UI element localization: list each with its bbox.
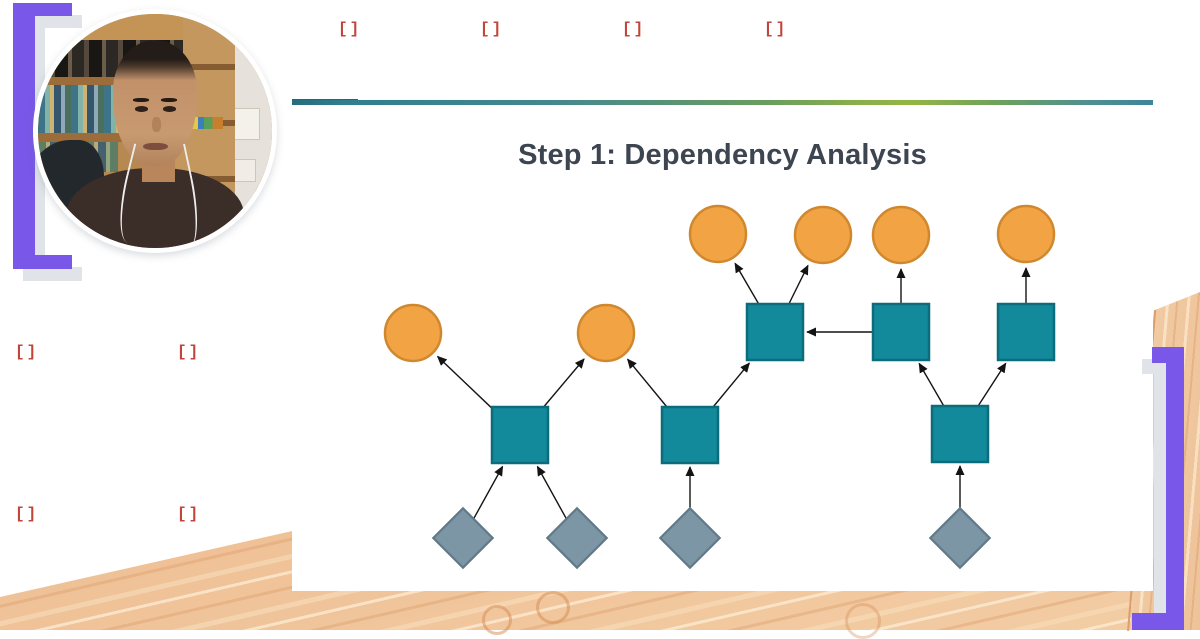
webcam-wall-picture <box>232 107 261 140</box>
wood-ring-decoration <box>536 591 570 624</box>
webcam-shelf-items <box>180 116 223 129</box>
broken-image-icon: [] <box>338 20 362 38</box>
broken-image-icon: [] <box>622 20 646 38</box>
accent-gradient-line <box>292 100 1153 105</box>
presenter-eye <box>135 106 148 113</box>
broken-image-icon: [] <box>764 20 788 38</box>
webcam-top-shelf <box>38 14 184 45</box>
broken-image-icon: [] <box>177 343 201 361</box>
slide-area: Step 1: Dependency Analysis <box>292 0 1153 591</box>
broken-image-icon: [] <box>15 505 39 523</box>
presenter-webcam <box>33 9 277 253</box>
webcam-shelf-board <box>38 133 184 142</box>
presenter-eyebrow <box>160 98 178 103</box>
broken-image-icon: [] <box>177 505 201 523</box>
webcam-shelf-board <box>38 77 184 86</box>
left-bracket-decoration <box>13 3 72 269</box>
broken-image-icon: [] <box>15 343 39 361</box>
right-bracket-decoration <box>1152 347 1184 363</box>
presenter-eyebrow <box>132 98 150 103</box>
broken-image-icon: [] <box>480 20 504 38</box>
slide-title: Step 1: Dependency Analysis <box>518 139 927 171</box>
presenter-eye <box>163 106 177 113</box>
right-bracket-decoration <box>1132 613 1184 630</box>
presenter-nose <box>151 116 161 133</box>
right-bracket-decoration <box>1166 347 1184 630</box>
webcam-wall-picture <box>232 159 256 183</box>
presenter-mouth <box>143 142 168 150</box>
